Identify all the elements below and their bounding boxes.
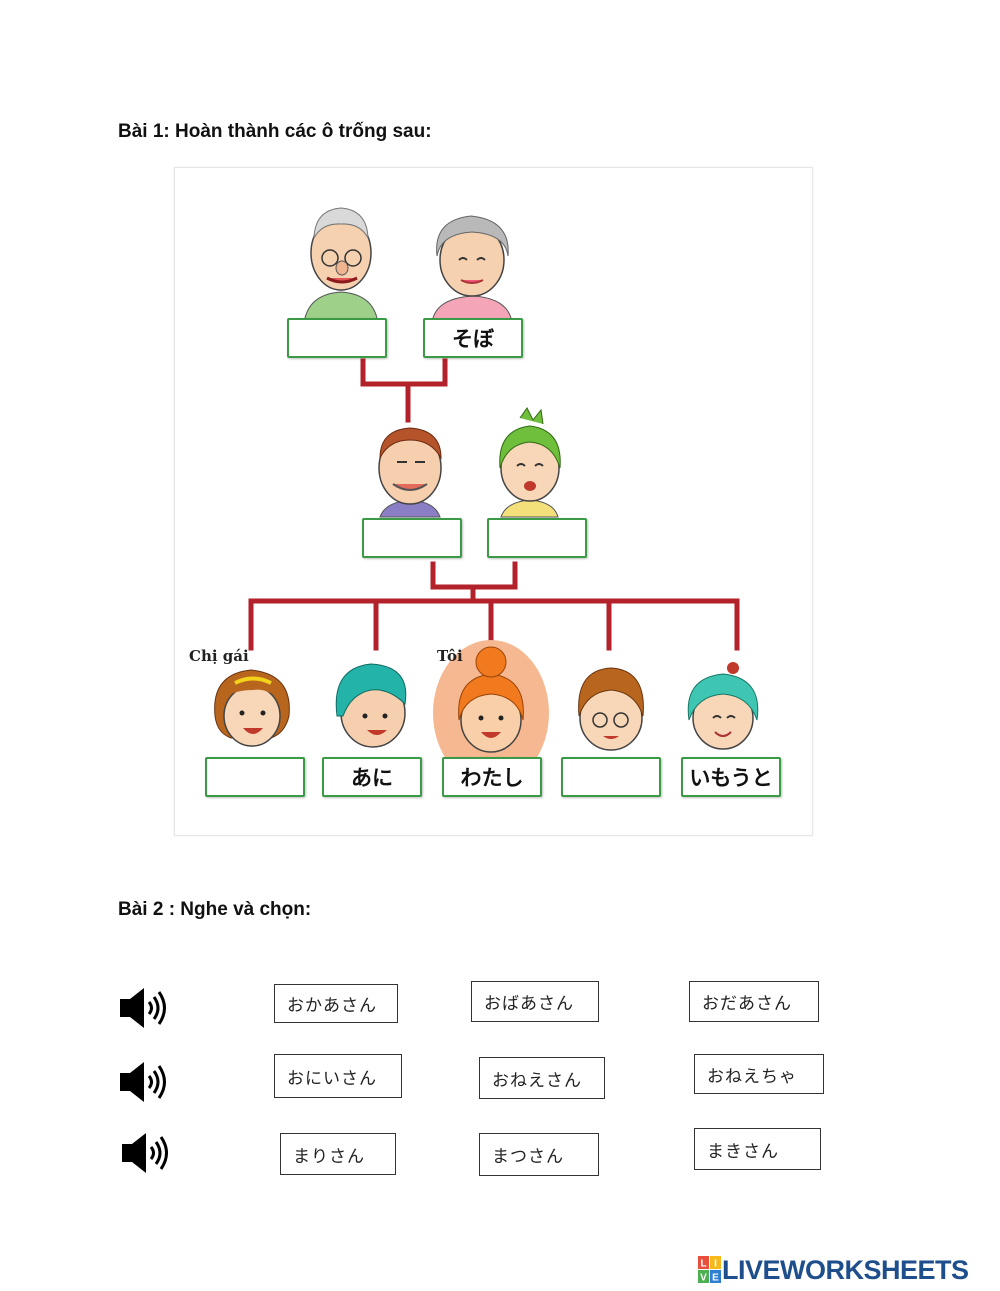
choice-1-1[interactable]: おかあさん — [274, 984, 398, 1023]
choice-2-1[interactable]: おにいさん — [274, 1054, 402, 1098]
exercise-1-title: Bài 1: Hoàn thành các ô trống sau: — [118, 121, 432, 142]
grandfather-answer-box[interactable] — [287, 318, 387, 358]
exercise-2-title: Bài 2 : Nghe và chọn: — [118, 899, 312, 920]
family-tree-drawing — [214, 207, 759, 786]
me-label: Tôi — [437, 647, 463, 665]
grandmother-answer-box[interactable]: そぼ — [423, 318, 523, 358]
logo-text: LIVEWORKSHEETS — [722, 1254, 969, 1285]
younger-brother-answer-box[interactable] — [561, 757, 661, 797]
speaker-icon[interactable] — [118, 986, 170, 1030]
logo-tile-letter: V — [700, 1273, 707, 1284]
mother-face — [499, 407, 561, 518]
family-tree-image: Chị gái Tôi そぼ あに わたし いもうと — [174, 167, 813, 836]
choice-2-2[interactable]: おねえさん — [479, 1057, 605, 1099]
logo-tile — [710, 1256, 721, 1269]
older-sister-answer-box[interactable] — [205, 757, 305, 797]
me-answer-box[interactable]: わたし — [442, 757, 542, 797]
logo-tile — [698, 1270, 709, 1283]
father-face — [378, 427, 442, 518]
logo-tile-letter: L — [700, 1259, 706, 1270]
younger-sister-answer-box[interactable]: いもうと — [681, 757, 781, 797]
younger-sister-face — [687, 662, 759, 750]
tree-lines — [248, 358, 740, 651]
older-sister-label: Chị gái — [189, 647, 249, 665]
choice-3-3[interactable]: まきさん — [694, 1128, 821, 1170]
logo-tile-letter: E — [712, 1273, 719, 1284]
logo-tile — [698, 1256, 709, 1269]
grandfather-face — [304, 207, 378, 324]
logo-tile — [710, 1270, 721, 1283]
speaker-icon[interactable] — [120, 1131, 172, 1175]
choice-2-3[interactable]: おねえちゃ — [694, 1054, 824, 1094]
speaker-icon[interactable] — [118, 1060, 170, 1104]
logo-tile-letter: I — [714, 1259, 717, 1270]
choice-3-1[interactable]: まりさん — [280, 1133, 396, 1175]
younger-brother-face — [578, 667, 644, 751]
me-face — [458, 646, 524, 753]
choice-1-3[interactable]: おだあさん — [689, 981, 819, 1022]
choice-1-2[interactable]: おばあさん — [471, 981, 599, 1022]
father-answer-box[interactable] — [362, 518, 462, 558]
older-brother-face — [335, 663, 407, 748]
grandmother-face — [432, 215, 512, 324]
choice-3-2[interactable]: まつさん — [479, 1133, 599, 1176]
mother-answer-box[interactable] — [487, 518, 587, 558]
older-sister-face — [214, 669, 290, 747]
older-brother-answer-box[interactable]: あに — [322, 757, 422, 797]
